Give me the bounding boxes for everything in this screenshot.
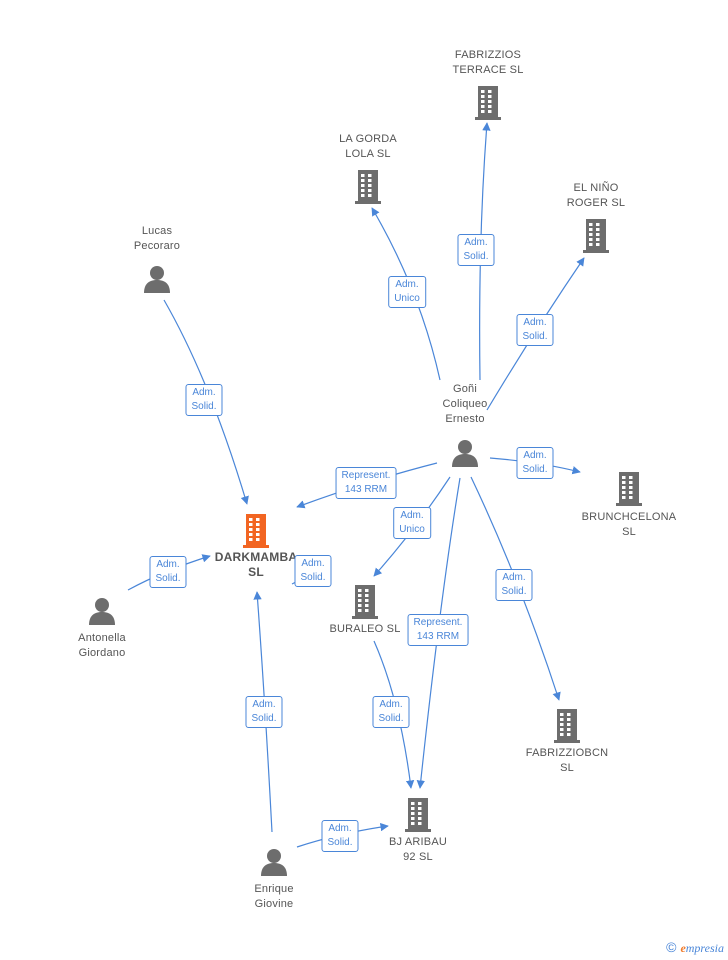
edge-label[interactable]: Adm. Solid. — [321, 820, 359, 852]
node-label-bjaribau[interactable]: BJ ARIBAU 92 SL — [389, 835, 447, 865]
edge-label-line: Solid. — [522, 464, 548, 475]
person-icon[interactable] — [142, 264, 172, 299]
edge-label-line: Adm. — [395, 279, 419, 290]
edge-label-line: Solid. — [463, 251, 489, 262]
edge-label[interactable]: Adm. Solid. — [245, 696, 283, 728]
edge-label[interactable]: Represent. 143 RRM — [407, 614, 469, 646]
edge-label[interactable]: Adm. Solid. — [516, 314, 554, 346]
copyright-symbol: © — [666, 939, 677, 955]
building-icon[interactable] — [473, 84, 503, 125]
edge-label-line: Represent. — [413, 617, 463, 628]
node-label-line: Enrique — [254, 883, 294, 895]
edge-label[interactable]: Adm. Solid. — [457, 234, 495, 266]
node-label-fabrizziobcn[interactable]: FABRIZZIOBCN SL — [526, 746, 608, 776]
node-label-line: LOLA SL — [345, 148, 391, 160]
edge-label-line: Solid. — [155, 573, 181, 584]
node-label-line: 92 SL — [403, 851, 433, 863]
edge-label-line: Adm. — [156, 559, 180, 570]
node-label-line: Giordano — [78, 647, 126, 659]
building-icon[interactable] — [552, 707, 582, 748]
person-icon[interactable] — [87, 596, 117, 631]
building-icon[interactable] — [350, 583, 380, 624]
node-label-line: Giovine — [254, 898, 294, 910]
node-label-elnino[interactable]: EL NIÑO ROGER SL — [567, 181, 625, 211]
edge-label-line: Adm. — [523, 450, 547, 461]
node-label-line: Goñi — [452, 383, 478, 395]
person-icon[interactable] — [259, 847, 289, 882]
edge-label-line: Adm. — [523, 317, 547, 328]
edge-label[interactable]: Adm. Solid. — [185, 384, 223, 416]
edge-label-line: 143 RRM — [344, 484, 388, 495]
edge-label-line: Adm. — [379, 699, 403, 710]
edge-label-line: Adm. — [252, 699, 276, 710]
node-label-line: BJ ARIBAU — [388, 836, 448, 848]
node-label-line: TERRACE SL — [452, 64, 524, 76]
edge-label-line: Unico — [399, 524, 425, 535]
node-label-line: Antonella — [78, 632, 126, 644]
edge-label-line: Adm. — [502, 572, 526, 583]
edge-label-line: Solid. — [522, 331, 548, 342]
building-icon[interactable] — [614, 470, 644, 511]
node-label-line: Ernesto — [445, 413, 485, 425]
node-label-line: BRUNCHCELONA — [581, 511, 677, 523]
edge-label[interactable]: Adm. Unico — [393, 507, 431, 539]
node-label-brunch[interactable]: BRUNCHCELONA SL — [582, 510, 677, 540]
edge-label-line: Solid. — [251, 713, 277, 724]
building-icon[interactable] — [403, 796, 433, 837]
node-label-buraleo[interactable]: BURALEO SL — [329, 622, 400, 637]
edge-label-line: Adm. — [464, 237, 488, 248]
person-icon[interactable] — [450, 438, 480, 473]
edge-label[interactable]: Adm. Solid. — [294, 555, 332, 587]
edge-label-line: Solid. — [191, 401, 217, 412]
edge-label-line: Adm. — [192, 387, 216, 398]
node-label-line: FABRIZZIOS — [454, 49, 522, 61]
node-label-line: SL — [248, 565, 264, 579]
node-label-line: ROGER SL — [566, 197, 626, 209]
node-label-line: SL — [560, 762, 574, 774]
edge-label-line: Unico — [394, 293, 420, 304]
edge-label[interactable]: Adm. Solid. — [516, 447, 554, 479]
edge-label-line: Adm. — [328, 823, 352, 834]
empresia-logo: ©empresia — [666, 939, 724, 956]
node-label-line: EL NIÑO — [573, 182, 619, 194]
edge-label-line: Represent. — [341, 470, 391, 481]
node-label-line: LA GORDA — [339, 133, 397, 145]
building-icon[interactable] — [353, 168, 383, 209]
edge-label-line: Adm. — [301, 558, 325, 569]
node-label-fabrizzios[interactable]: FABRIZZIOS TERRACE SL — [452, 48, 523, 78]
edge-label-line: Solid. — [378, 713, 404, 724]
node-label-line: Pecoraro — [133, 240, 181, 252]
brand-name: mpresia — [685, 941, 724, 955]
edge-label[interactable]: Adm. Solid. — [495, 569, 533, 601]
edge-label[interactable]: Adm. Solid. — [372, 696, 410, 728]
edge-label-line: Solid. — [327, 837, 353, 848]
node-label-line: FABRIZZIOBCN — [525, 747, 609, 759]
building-icon[interactable] — [241, 512, 271, 553]
edge-label[interactable]: Adm. Solid. — [149, 556, 187, 588]
edge-label[interactable]: Adm. Unico — [388, 276, 426, 308]
edge-label-line: 143 RRM — [416, 631, 460, 642]
node-label-line: Coliqueo — [442, 398, 488, 410]
node-label-line: BURALEO SL — [329, 623, 401, 635]
edge-label[interactable]: Represent. 143 RRM — [335, 467, 397, 499]
edge-label-line: Solid. — [501, 586, 527, 597]
brand-initial: e — [680, 941, 686, 955]
edge-label-line: Adm. — [400, 510, 424, 521]
node-label-line: DARKMAMBA — [214, 550, 298, 564]
edge-label-line: Solid. — [300, 572, 326, 583]
building-icon[interactable] — [581, 217, 611, 258]
node-label-line: Lucas — [141, 225, 173, 237]
node-label-lagorda[interactable]: LA GORDA LOLA SL — [339, 132, 397, 162]
node-label-line: SL — [622, 526, 636, 538]
